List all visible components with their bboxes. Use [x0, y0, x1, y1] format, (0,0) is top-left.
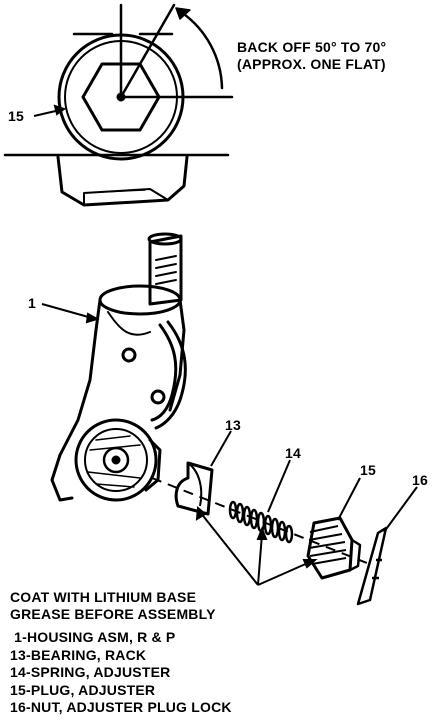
- legend-item: 14-SPRING, ADJUSTER: [10, 664, 171, 680]
- grease-note-line-2: GREASE BEFORE ASSEMBLY: [10, 606, 216, 622]
- callout-15: 15: [360, 462, 376, 478]
- legend-item: 13-BEARING, RACK: [10, 646, 147, 663]
- callout-14: 14: [285, 445, 301, 461]
- leader-15: [337, 477, 361, 521]
- housing-assembly: [50, 232, 187, 502]
- callout-13: 13: [225, 417, 241, 433]
- legend-item: 1-HOUSING ASM, R & P: [10, 629, 176, 645]
- legend-item: 16-NUT, ADJUSTER PLUG LOCK: [10, 699, 232, 715]
- callout-15-top: 15: [8, 108, 24, 124]
- assembly-axis: [151, 477, 373, 566]
- callout-1: 1: [28, 295, 36, 311]
- legend-item: 15-PLUG, ADJUSTER: [10, 681, 156, 698]
- callout-16: 16: [412, 472, 428, 488]
- adjuster-plug-lock-nut: [356, 526, 388, 606]
- grease-note: COAT WITH LITHIUM BASE GREASE BEFORE ASS…: [10, 589, 216, 623]
- instruction-line-2: (APPROX. ONE FLAT): [237, 56, 386, 72]
- leader-14: [267, 459, 291, 513]
- instruction-line-1: BACK OFF 50° TO 70°: [237, 39, 387, 55]
- leader-1: [41, 303, 100, 324]
- parts-legend: 1-HOUSING ASM, R & P 13-BEARING, RACK 14…: [10, 629, 232, 717]
- grease-note-leaders: [195, 505, 318, 586]
- leader-15-top: [33, 104, 67, 117]
- adjuster-plug: [306, 516, 362, 580]
- adjustment-instruction: BACK OFF 50° TO 70° (APPROX. ONE FLAT): [237, 39, 386, 73]
- adjuster-plug-top-view: [3, 3, 234, 207]
- grease-note-line-1: COAT WITH LITHIUM BASE: [10, 589, 197, 605]
- leader-16: [383, 486, 418, 533]
- rack-bearing: [174, 461, 214, 516]
- leader-13: [210, 430, 232, 467]
